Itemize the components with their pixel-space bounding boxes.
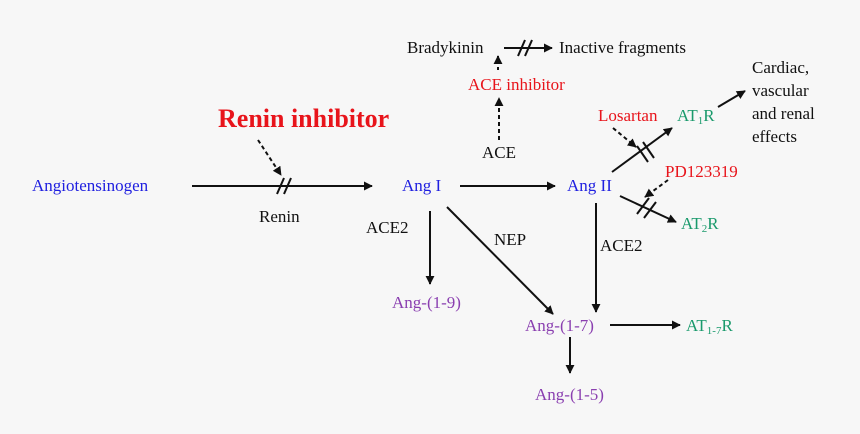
arrow-at1r-to-effects <box>717 90 746 108</box>
ace2-left-label: ACE2 <box>366 218 409 237</box>
at17r-suffix: R <box>721 316 733 335</box>
block-mark-at2r <box>636 197 650 215</box>
ace2-right-label: ACE2 <box>600 236 643 255</box>
ace-inhibitor-label: ACE inhibitor <box>468 75 565 94</box>
at1r-subscript: 1 <box>697 115 704 127</box>
block-mark-bradykinin <box>524 39 533 57</box>
arrow-renin-inhibitor-dashed <box>257 139 282 176</box>
arrow-ang1-to-ang17 <box>446 206 554 315</box>
arrow-pd123319-dashed <box>644 179 669 198</box>
at17r-label: AT1-7R <box>686 316 733 337</box>
pd123319-label: PD123319 <box>665 162 738 181</box>
effects-line: vascular <box>752 81 809 100</box>
bradykinin-label: Bradykinin <box>407 38 484 57</box>
ang2-label: Ang II <box>567 176 612 195</box>
block-mark-bradykinin <box>517 39 526 57</box>
at1r-base: AT <box>677 106 698 125</box>
at2r-suffix: R <box>707 214 719 233</box>
at1r-suffix: R <box>703 106 715 125</box>
block-mark-at1r <box>636 145 649 163</box>
ang15-label: Ang-(1-5) <box>535 385 604 404</box>
block-mark-renin <box>276 177 285 195</box>
inactive-fragments-label: Inactive fragments <box>559 38 686 57</box>
effects-line: effects <box>752 127 797 146</box>
block-mark-at1r <box>642 141 655 159</box>
effects-line: Cardiac, <box>752 58 810 77</box>
at17r-base: AT <box>686 316 707 335</box>
at1r-label: AT1R <box>677 106 715 127</box>
at17r-subscript: 1-7 <box>706 325 722 337</box>
at2r-base: AT <box>681 214 702 233</box>
ace-label: ACE <box>482 143 516 162</box>
arrow-ang2-to-at1r <box>611 127 673 173</box>
arrow-ang2-to-at2r <box>619 195 677 223</box>
ang17-label: Ang-(1-7) <box>525 316 594 335</box>
at2r-label: AT2R <box>681 214 719 235</box>
ang19-label: Ang-(1-9) <box>392 293 461 312</box>
block-mark-renin <box>283 177 292 195</box>
effects-label: Cardiac, vascular and renal effects <box>752 56 815 148</box>
angiotensinogen-label: Angiotensinogen <box>32 176 149 195</box>
arrow-losartan-dashed <box>612 127 637 148</box>
nep-label: NEP <box>494 230 527 249</box>
losartan-label: Losartan <box>598 106 658 125</box>
effects-line: and renal <box>752 104 815 123</box>
renin-label: Renin <box>259 207 300 226</box>
block-mark-at2r <box>643 201 657 219</box>
renin-inhibitor-title: Renin inhibitor <box>218 104 390 133</box>
at2r-subscript: 2 <box>701 223 708 235</box>
ang1-label: Ang I <box>402 176 442 195</box>
